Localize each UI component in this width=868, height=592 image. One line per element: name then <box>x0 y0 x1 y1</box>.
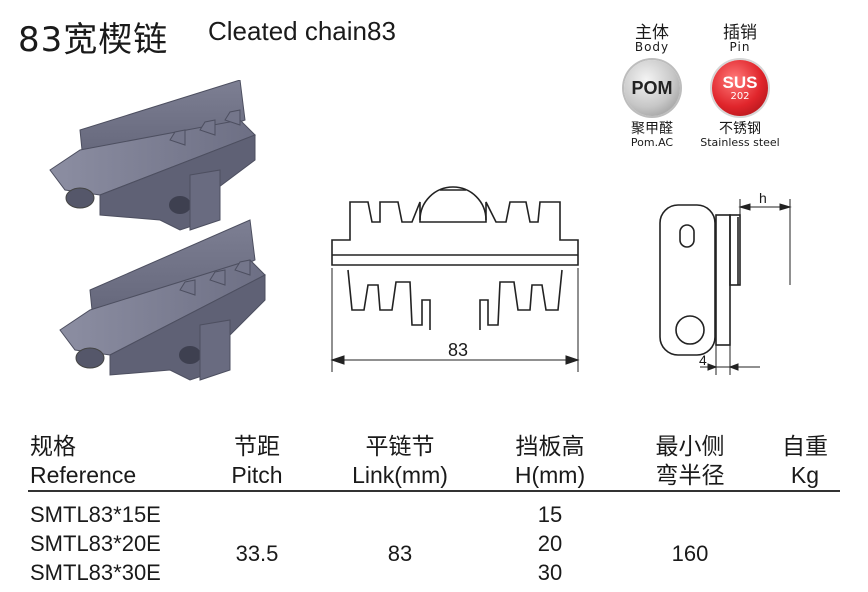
col-header-height-cn: 挡板高 <box>515 433 585 459</box>
h-dimension-label: h <box>759 190 767 206</box>
col-header-pitch: 节距 Pitch <box>212 432 302 490</box>
col-header-weight-en: Kg <box>790 462 820 488</box>
sus-badge-grade: 202 <box>730 90 750 102</box>
radius-value: 160 <box>671 541 709 566</box>
material-body-label: 主体 <box>635 23 669 43</box>
material-pin-name-cn: 不锈钢 <box>719 121 761 137</box>
chain-3d-illustration <box>49 80 266 381</box>
sus-badge-icon: SUS 202 <box>712 60 768 116</box>
col-header-pitch-en: Pitch <box>231 462 283 488</box>
material-pin-name-en: Stainless steel <box>700 136 780 149</box>
reference-list: SMTL83*15E SMTL83*20E SMTL83*30E <box>30 500 161 587</box>
col-header-pitch-cn: 节距 <box>234 433 280 459</box>
col-header-link: 平链节 Link(mm) <box>335 432 465 490</box>
side-view-drawing <box>659 199 792 375</box>
col-header-height-en: H(mm) <box>514 462 586 488</box>
col-header-reference-cn: 规格 <box>30 433 76 459</box>
sus-badge-text: SUS <box>722 72 758 92</box>
front-view-drawing <box>330 186 580 372</box>
col-header-reference: 规格 Reference <box>30 432 136 490</box>
material-body-name-en: Pom.AC <box>630 136 674 149</box>
col-header-weight-cn: 自重 <box>782 433 828 459</box>
pitch-value: 33.5 <box>235 541 279 566</box>
table-divider <box>28 490 840 492</box>
height-value: 30 <box>537 560 563 585</box>
material-body-name-cn: 聚甲醛 <box>631 121 673 137</box>
height-list: 15 20 30 <box>495 500 605 587</box>
col-header-link-cn: 平链节 <box>365 433 435 459</box>
col-header-radius: 最小侧 弯半径 <box>635 432 745 490</box>
pom-badge-icon: POM <box>624 60 680 116</box>
height-value: 20 <box>537 531 563 556</box>
link-value: 83 <box>387 541 413 566</box>
col-header-weight: 自重 Kg <box>770 432 840 490</box>
col-header-link-en: Link(mm) <box>352 462 448 488</box>
table-row: SMTL83*30E <box>30 560 161 585</box>
table-row: SMTL83*15E <box>30 502 161 527</box>
pom-badge-text: POM <box>631 77 673 98</box>
width-dimension-label: 4 <box>699 352 707 368</box>
chain-link-upper <box>49 80 256 231</box>
page-subtitle: Cleated chain83 <box>208 16 396 46</box>
link-dimension-label: 83 <box>448 340 469 360</box>
material-pin-sub: Pin <box>729 40 751 54</box>
col-header-height: 挡板高 H(mm) <box>495 432 605 490</box>
col-header-reference-en: Reference <box>30 462 137 488</box>
material-body-sub: Body <box>634 40 670 54</box>
table-row: SMTL83*20E <box>30 531 161 556</box>
height-value: 15 <box>537 502 563 527</box>
col-header-radius-en: 弯半径 <box>655 462 725 488</box>
page-title: 83宽楔链 <box>18 20 169 60</box>
chain-link-lower <box>59 219 266 381</box>
material-pin-label: 插销 <box>723 23 757 43</box>
col-header-radius-cn: 最小侧 <box>655 433 725 459</box>
